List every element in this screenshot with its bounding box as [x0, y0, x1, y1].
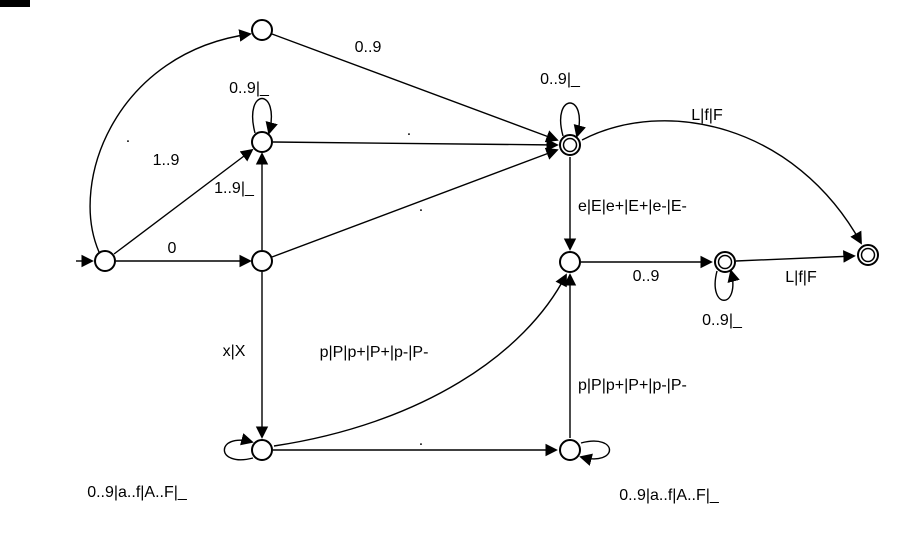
label-hex-self-loop: 0..9|a..f|A..F|_: [87, 484, 188, 501]
state-zero: [251, 250, 273, 272]
state-exp-digits-accepting: [714, 251, 736, 273]
transition-start-to-integer: [113, 148, 254, 255]
page-corner-mark: [0, 0, 30, 7]
label-number-self-loop: 0..9|_: [540, 71, 581, 88]
label-start-to-zero: 0: [168, 240, 177, 257]
label-hex-to-fraction: .: [419, 432, 423, 449]
label-dot-to-number: 0..9: [355, 39, 382, 56]
label-zero-to-integer: 1..9|_: [214, 180, 255, 197]
transition-hex-fraction-self-loop: [579, 440, 610, 466]
transition-dot-to-number: [271, 33, 559, 143]
label-number-to-exponent: e|E|e+|E+|e-|E-: [578, 198, 687, 215]
state-exp-digits-inner-ring: [717, 254, 733, 270]
state-exponent: [559, 251, 581, 273]
state-hex-fraction: [559, 439, 581, 461]
state-leading-dot: [251, 19, 273, 41]
transition-number-self-loop: [560, 102, 586, 138]
label-start-to-integer: 1..9: [153, 152, 180, 169]
state-suffix-final-inner-ring: [860, 247, 876, 263]
transition-integer-self-loop: [252, 97, 278, 135]
label-start-to-dot: .: [126, 129, 130, 146]
transition-start-to-dot: [89, 29, 252, 253]
label-number-to-final: L|f|F: [691, 107, 723, 124]
label-zero-to-hex: x|X: [223, 343, 246, 360]
label-integer-self-loop: 0..9|_: [229, 80, 270, 97]
transition-integer-to-number: [272, 138, 559, 152]
state-hex: [251, 439, 273, 461]
state-number-accepting: [559, 134, 581, 156]
transition-zero-to-number: [271, 147, 559, 258]
transition-number-to-final: [581, 120, 862, 245]
state-number-inner-ring: [562, 137, 578, 153]
label-hex-fraction-to-exponent: p|P|p+|P+|p-|P-: [578, 377, 687, 394]
label-zero-to-number: .: [419, 198, 423, 215]
transition-hex-to-exponent: [273, 273, 567, 447]
label-integer-to-number: .: [407, 122, 411, 139]
transition-exp-digits-to-final: [735, 250, 856, 263]
transition-exp-digits-self-loop: [714, 269, 740, 301]
state-integer: [251, 131, 273, 153]
label-hex-to-exponent: p|P|p+|P+|p-|P-: [320, 344, 429, 361]
state-start: [94, 250, 116, 272]
label-exp-digits-self-loop: 0..9|_: [702, 312, 743, 329]
label-hex-fraction-self-loop: 0..9|a..f|A..F|_: [619, 487, 720, 504]
label-exponent-to-digits: 0..9: [633, 268, 660, 285]
transition-hex-self-loop: [223, 433, 254, 461]
state-suffix-final-accepting: [857, 244, 879, 266]
label-exp-digits-to-final: L|f|F: [785, 269, 817, 286]
